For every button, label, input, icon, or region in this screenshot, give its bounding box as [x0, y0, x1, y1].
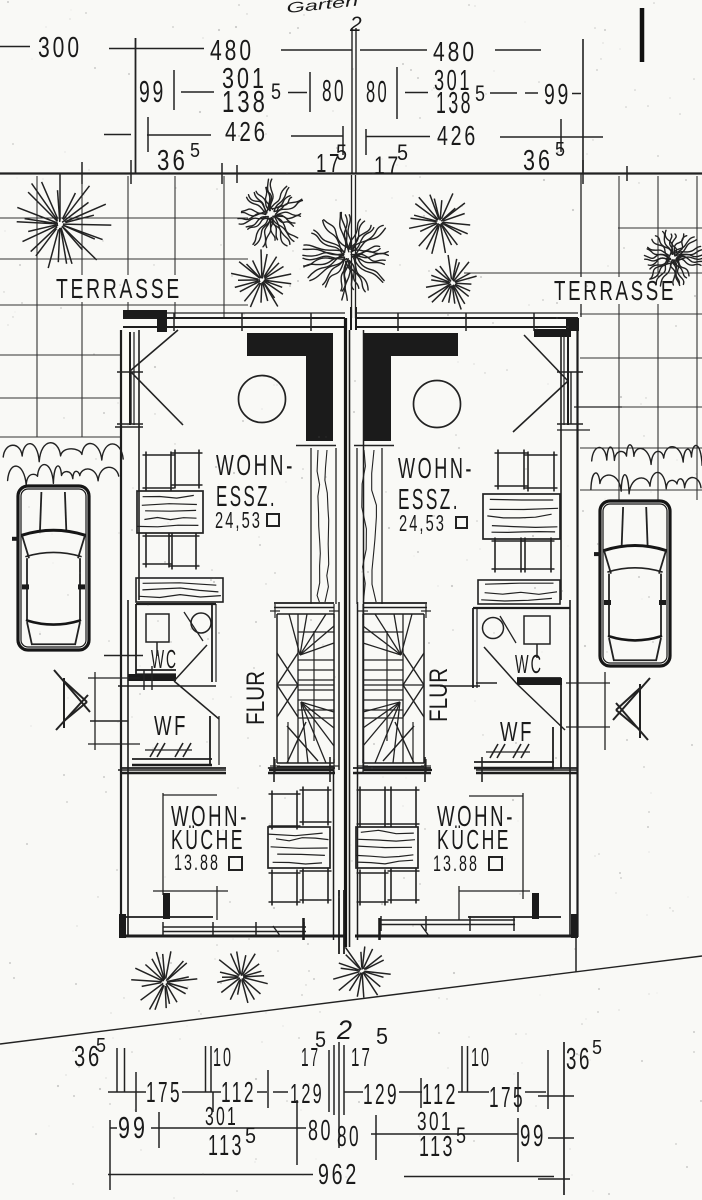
svg-text:17: 17 [301, 1042, 320, 1072]
svg-text:ESSZ.: ESSZ. [398, 484, 460, 516]
svg-text:5: 5 [190, 140, 200, 162]
svg-text:5: 5 [271, 79, 281, 104]
svg-text:80: 80 [337, 1121, 361, 1153]
svg-text:129: 129 [363, 1079, 399, 1111]
svg-text:17: 17 [316, 148, 342, 178]
svg-text:5: 5 [376, 1023, 388, 1049]
svg-text:113: 113 [208, 1130, 244, 1162]
svg-text:KÜCHE: KÜCHE [437, 824, 511, 855]
svg-text:2: 2 [336, 1015, 352, 1045]
svg-text:138: 138 [222, 85, 268, 119]
svg-text:WF: WF [500, 716, 534, 747]
svg-text:5: 5 [336, 140, 347, 165]
svg-text:99: 99 [544, 79, 571, 111]
svg-text:112: 112 [221, 1077, 256, 1109]
svg-text:99: 99 [118, 1111, 148, 1145]
svg-text:80: 80 [366, 75, 389, 109]
svg-text:300: 300 [38, 32, 82, 64]
svg-text:36: 36 [157, 145, 188, 177]
svg-text:24,53: 24,53 [215, 507, 262, 533]
svg-text:WOHN-: WOHN- [171, 801, 249, 833]
svg-text:WOHN-: WOHN- [216, 450, 295, 482]
svg-text:2: 2 [349, 13, 362, 36]
svg-text:FLUR: FLUR [426, 668, 453, 722]
svg-text:5: 5 [475, 81, 485, 106]
svg-text:5: 5 [555, 139, 565, 161]
svg-text:KÜCHE: KÜCHE [171, 824, 245, 855]
svg-text:301: 301 [205, 1101, 238, 1131]
svg-text:426: 426 [225, 116, 268, 147]
svg-text:99: 99 [520, 1119, 546, 1153]
svg-text:175: 175 [489, 1082, 525, 1114]
svg-text:36: 36 [74, 1041, 102, 1073]
svg-text:WOHN-: WOHN- [398, 453, 474, 485]
svg-text:24,53: 24,53 [399, 510, 446, 536]
svg-text:13.88: 13.88 [174, 850, 220, 875]
svg-text:301: 301 [222, 63, 267, 95]
svg-text:FLUR: FLUR [243, 671, 270, 725]
svg-text:112: 112 [422, 1079, 458, 1111]
svg-text:301: 301 [417, 1106, 453, 1136]
svg-text:17: 17 [351, 1042, 372, 1072]
svg-text:480: 480 [210, 35, 254, 67]
svg-text:36: 36 [523, 145, 553, 177]
svg-text:5: 5 [315, 1027, 326, 1052]
svg-text:301: 301 [434, 65, 472, 97]
svg-text:10: 10 [213, 1042, 233, 1072]
svg-text:WOHN-: WOHN- [437, 801, 515, 833]
svg-text:36: 36 [566, 1042, 592, 1076]
svg-text:TERRASSE: TERRASSE [56, 273, 182, 304]
svg-text:138: 138 [436, 86, 473, 120]
svg-text:5: 5 [592, 1037, 602, 1059]
svg-text:5: 5 [245, 1123, 256, 1148]
svg-text:5: 5 [456, 1123, 466, 1148]
svg-text:WF: WF [154, 710, 188, 741]
svg-text:10: 10 [471, 1042, 491, 1072]
svg-text:80: 80 [322, 74, 346, 108]
svg-text:13.88: 13.88 [433, 851, 479, 876]
svg-text:99: 99 [139, 75, 166, 109]
svg-text:80: 80 [308, 1115, 333, 1147]
svg-text:962: 962 [318, 1159, 359, 1191]
svg-text:129: 129 [290, 1078, 324, 1109]
svg-text:426: 426 [437, 120, 478, 151]
svg-text:WC: WC [151, 644, 178, 674]
svg-text:5: 5 [96, 1035, 106, 1057]
svg-text:TERRASSE: TERRASSE [554, 275, 676, 306]
svg-text:17: 17 [374, 153, 401, 180]
svg-text:WC: WC [515, 649, 543, 679]
svg-text:480: 480 [433, 36, 477, 67]
svg-text:5: 5 [397, 140, 408, 165]
svg-text:113: 113 [419, 1131, 455, 1163]
svg-text:ESSZ.: ESSZ. [216, 481, 277, 513]
svg-text:175: 175 [146, 1077, 182, 1109]
